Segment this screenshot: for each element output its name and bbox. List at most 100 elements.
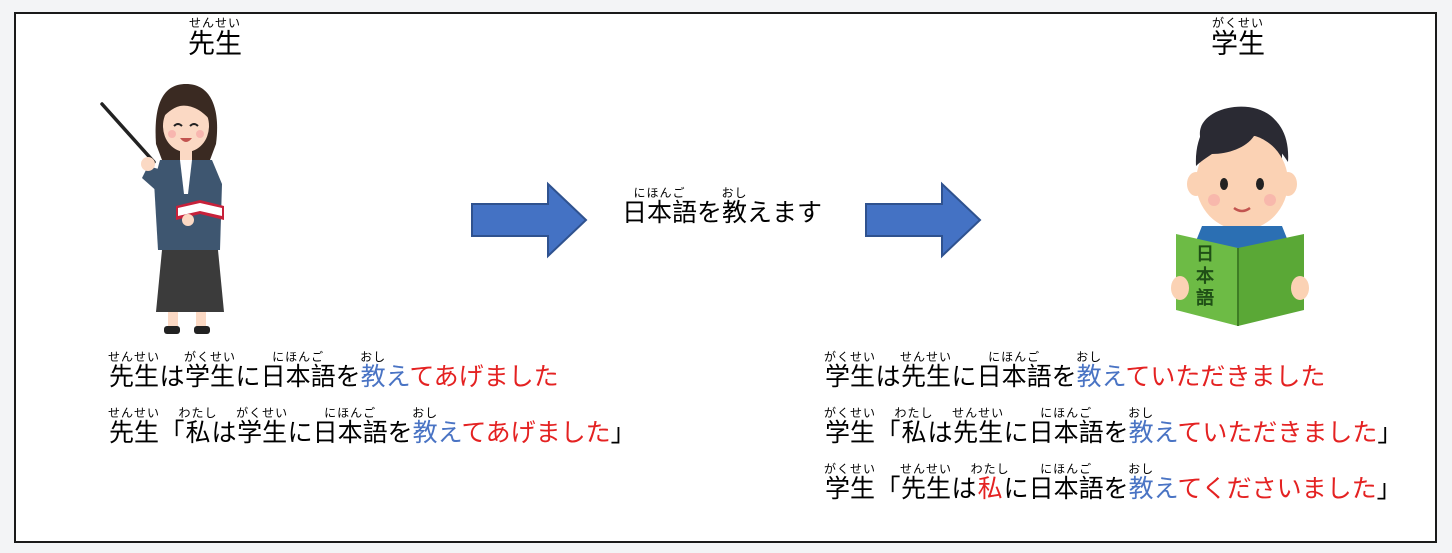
furigana-reading: がくせい <box>184 350 237 364</box>
teacher-sentence-1: 先生せんせいは学生がくせいに日本語にほんごを教おしえてあげました <box>108 350 636 392</box>
sentence-segment: は <box>875 362 901 391</box>
sentence-segment: え <box>1153 474 1178 503</box>
furigana-reading: おし <box>721 186 748 200</box>
sentence-segment: に <box>1003 474 1029 503</box>
book-cover-text: 日 本 語 <box>1188 244 1222 310</box>
sentence-segment: は <box>951 474 977 503</box>
sentence-segment: 先生せんせい <box>952 406 1005 447</box>
sentence-segment: 学生がくせい <box>824 462 877 503</box>
student-sentence-1: 学生がくせいは先生せんせいに日本語にほんごを教おしえていただきました <box>824 350 1402 392</box>
sentence-segment: 日本語にほんご <box>260 350 336 391</box>
furigana-reading: おし <box>1128 406 1155 420</box>
sentence-segment: 日本語にほんご <box>1028 462 1104 503</box>
sentence-segment: を <box>1103 418 1129 447</box>
sentence-segment: 日本語にほんご <box>976 350 1052 391</box>
sentence-segment: を <box>1103 474 1129 503</box>
sentence-segment: 「 <box>875 474 901 503</box>
furigana-reading: せんせい <box>900 462 953 476</box>
sentence-segment: え <box>1153 418 1178 447</box>
sentence-segment: 」 <box>610 418 636 447</box>
sentence-segment: 日本語にほんご <box>622 186 698 227</box>
sentence-segment: を <box>387 418 413 447</box>
book-char: 本 <box>1196 266 1214 287</box>
arrow-right-icon <box>471 181 588 259</box>
sentence-segment: に <box>1003 418 1029 447</box>
sentence-segment: ていただきました <box>1125 362 1326 391</box>
sentence-segment: を <box>335 362 361 391</box>
furigana-reading: わたし <box>178 406 218 420</box>
sentence-segment: 「 <box>875 418 901 447</box>
sentence-segment: 私わたし <box>970 462 1010 503</box>
sentence-segment: を <box>1051 362 1077 391</box>
sentence-segment: 」 <box>1376 474 1402 503</box>
sentence-segment: 教おし <box>1128 406 1155 447</box>
sentence-segment: 日本語にほんご <box>312 406 388 447</box>
sentence-segment: え <box>437 418 462 447</box>
furigana-reading: わたし <box>894 406 934 420</box>
sentence-segment: 先生せんせい <box>900 462 953 503</box>
sentence-segment: 教おし <box>1076 350 1103 391</box>
furigana-reading: わたし <box>970 462 1010 476</box>
furigana-reading: おし <box>1076 350 1103 364</box>
teacher-label: 先生せんせい <box>188 16 242 60</box>
sentence-segment: は <box>211 418 237 447</box>
sentence-segment: 先生せんせい <box>108 350 161 391</box>
sentence-segment: 「 <box>159 418 185 447</box>
sentence-segment: 先生せんせい <box>900 350 953 391</box>
teacher-sentence-block: 先生せんせいは学生がくせいに日本語にほんごを教おしえてあげました 先生せんせい「… <box>108 350 636 448</box>
furigana-reading: がくせい <box>824 350 877 364</box>
sentence-segment: は <box>927 418 953 447</box>
furigana-reading: がくせい <box>824 462 877 476</box>
sentence-segment: 学生がくせい <box>824 350 877 391</box>
book-char: 日 <box>1196 244 1214 265</box>
student-label: 学生がくせい <box>1211 16 1265 60</box>
sentence-segment: に <box>287 418 313 447</box>
arrow-right-icon <box>865 181 982 259</box>
book-char: 語 <box>1196 288 1214 309</box>
sentence-segment: 学生がくせい <box>824 406 877 447</box>
furigana-reading: にほんご <box>1028 462 1104 476</box>
furigana-reading: おし <box>360 350 387 364</box>
furigana-reading: せんせい <box>108 350 161 364</box>
furigana-reading: にほんご <box>976 350 1052 364</box>
center-phrase: 日本語にほんごを教おしえます <box>622 186 822 228</box>
furigana-reading: せんせい <box>108 406 161 420</box>
sentence-segment: てあげました <box>409 362 559 391</box>
furigana-reading: がくせい <box>824 406 877 420</box>
furigana-reading: にほんご <box>312 406 388 420</box>
teacher-sentence-2: 先生せんせい「私わたしは学生がくせいに日本語にほんごを教おしえてあげました」 <box>108 406 636 448</box>
sentence-segment: てあげました <box>461 418 611 447</box>
sentence-segment: に <box>235 362 261 391</box>
sentence-segment: 学生がくせい <box>184 350 237 391</box>
sentence-segment: えます <box>747 198 823 227</box>
sentence-segment: を <box>697 198 723 227</box>
student-sentence-3: 学生がくせい「先生せんせいは私わたしに日本語にほんごを教おしえてくださいました」 <box>824 462 1402 504</box>
student-sentence-2: 学生がくせい「私わたしは先生せんせいに日本語にほんごを教おしえていただきました」 <box>824 406 1402 448</box>
furigana-reading: にほんご <box>260 350 336 364</box>
sentence-segment: 日本語にほんご <box>1028 406 1104 447</box>
furigana-reading: おし <box>412 406 439 420</box>
furigana-reading: がくせい <box>236 406 289 420</box>
sentence-segment: は <box>159 362 185 391</box>
student-sentence-block: 学生がくせいは先生せんせいに日本語にほんごを教おしえていただきました 学生がくせ… <box>824 350 1402 504</box>
sentence-segment: 教おし <box>412 406 439 447</box>
sentence-segment: 教おし <box>721 186 748 227</box>
sentence-segment: え <box>385 362 410 391</box>
sentence-segment: 先生せんせい <box>108 406 161 447</box>
sentence-segment: 」 <box>1377 418 1403 447</box>
sentence-segment: 私わたし <box>894 406 934 447</box>
sentence-segment: 私わたし <box>178 406 218 447</box>
sentence-segment: 教おし <box>1128 462 1155 503</box>
sentence-segment: ていただきました <box>1177 418 1378 447</box>
sentence-segment: てくださいました <box>1177 474 1377 503</box>
student-illustration-icon <box>1171 106 1309 326</box>
furigana-reading: せんせい <box>900 350 953 364</box>
sentence-segment: え <box>1101 362 1126 391</box>
furigana-reading: おし <box>1128 462 1155 476</box>
sentence-segment: 教おし <box>360 350 387 391</box>
teacher-illustration-icon <box>100 84 224 334</box>
furigana-reading: にほんご <box>622 186 698 200</box>
furigana-reading: にほんご <box>1028 406 1104 420</box>
furigana-reading: せんせい <box>952 406 1005 420</box>
sentence-segment: に <box>951 362 977 391</box>
